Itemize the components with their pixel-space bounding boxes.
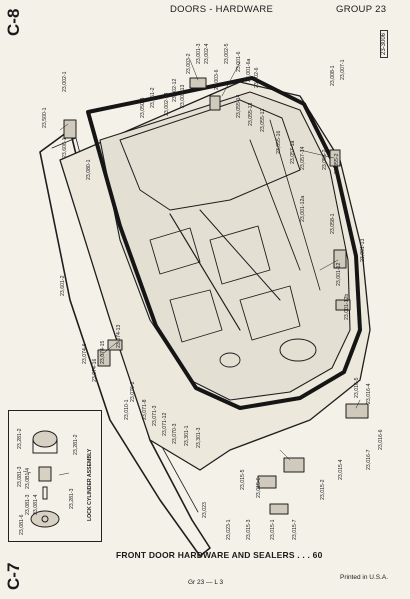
callout-label: 23,001-3 <box>196 43 202 64</box>
door-sealer <box>86 76 362 410</box>
lock-cylinder-inset: 23,281-2 23,081-3 23,0B1-4 23,081-3 23,0… <box>8 410 102 542</box>
inset-label: 23,281-2 <box>17 428 23 449</box>
callout-label: 23,056-2 <box>322 149 328 170</box>
callout-label: 23,074-16 <box>92 358 98 382</box>
callout-label: 23,023 <box>202 502 208 518</box>
callout-label: 23,015-7 <box>292 519 298 540</box>
callout-label: 23,001-6 <box>236 51 242 72</box>
callout-label: 23,055-14 <box>236 94 242 118</box>
callout-label: 23,015-4 <box>338 459 344 480</box>
callout-label: 23,002-5 <box>224 43 230 64</box>
callout-label: 23,001-13 <box>360 238 366 262</box>
callout-label: 23,008-1 <box>330 65 336 86</box>
callout-label: 23,074-15 <box>100 340 106 364</box>
callout-label: 23,002-12 <box>172 78 178 102</box>
callout-label: 23,016-4 <box>366 383 372 404</box>
callout-label: 23,058-1 <box>330 213 336 234</box>
callout-label: 23,002-14 <box>164 92 170 116</box>
inset-label: 23,081-6 <box>19 514 25 535</box>
callout-label: 23,001-6a <box>246 58 252 82</box>
callout-label: 23,600-1 <box>62 137 68 158</box>
callout-label: 23,003-2 <box>186 53 192 74</box>
callout-label: 23,016-7 <box>366 449 372 470</box>
callout-label: 23,074-6 <box>82 343 88 364</box>
callout-label: 23,001-12 <box>336 262 342 286</box>
callout-label: 23,050-3 <box>140 97 146 118</box>
window-opening <box>119 99 301 211</box>
figure-caption: FRONT DOOR HARDWARE AND SEALERS . . . 60 <box>116 550 323 560</box>
callout-label: 23,055-13 <box>248 102 254 126</box>
callout-label: 23,016-6 <box>378 429 384 450</box>
page-title: DOORS - HARDWARE <box>170 4 274 15</box>
callout-label: 23,055-2 <box>334 153 340 174</box>
inset-label: 23,081-3 <box>17 466 23 487</box>
inset-label: 23,0B1-4 <box>25 467 31 489</box>
page-reference: Gr 23 — L 3 <box>188 579 224 586</box>
callout-label: 23,015-3 <box>246 519 252 540</box>
callout-label: 23,015-1 <box>270 519 276 540</box>
callout-label: 23,001-12a <box>300 195 306 222</box>
callout-label: 23,002-4 <box>204 43 210 64</box>
inset-label: 23,081-3 <box>25 494 31 515</box>
lock-cylinder-drawing <box>22 430 70 528</box>
callout-label: 23,001-12b <box>344 293 350 320</box>
callout-label: 23,071-3 <box>152 405 158 426</box>
inset-title: LOCK CYLINDER ASSEMBLY <box>87 448 93 521</box>
callout-label: 23,071-8 <box>142 399 148 420</box>
callout-label: 23,016-5 <box>354 377 360 398</box>
callout-label: 23,601-2 <box>60 275 66 296</box>
callout-label: 23,301-3 <box>196 427 202 448</box>
inset-label: 23,081-4 <box>33 494 39 515</box>
callout-label: 23,015-5 <box>240 469 246 490</box>
callout-label: 23,015-6 <box>256 477 262 498</box>
callout-label: 23,007-1 <box>340 59 346 80</box>
door-inner-panel <box>99 91 351 401</box>
callout-label: 23,070-3 <box>172 423 178 444</box>
callout-label: 23,074-13 <box>116 324 122 348</box>
callout-label: 23,023-1 <box>226 519 232 540</box>
side-code-bottom: C-7 <box>4 562 23 590</box>
callout-label: 23,500-1 <box>42 107 48 128</box>
callout-label: 23,057-14 <box>300 146 306 170</box>
printed-note: Printed in U.S.A. <box>340 574 389 581</box>
group-label: GROUP 23 <box>336 4 387 15</box>
callout-label: 23,057-1a <box>290 140 296 164</box>
callout-label: 23,080-1 <box>86 159 92 180</box>
callout-label: 23,010-1 <box>124 399 130 420</box>
callout-label: 23,055-16 <box>276 130 282 154</box>
callout-label: 23,076-2 <box>130 381 136 402</box>
callout-label: 23,015-2 <box>320 479 326 500</box>
callout-label: 23,002-13 <box>180 84 186 108</box>
callout-label: 23,002-6 <box>254 67 260 88</box>
callout-label: 23,003-6 <box>214 69 220 90</box>
callout-label: 23,071-12 <box>162 412 168 436</box>
inset-label: 23,281-2 <box>73 434 79 455</box>
callout-label: 23,002-1 <box>62 71 68 92</box>
inset-label: 23,281-3 <box>69 488 75 509</box>
callout-label: 23,301-1 <box>184 425 190 446</box>
callout-label: 23,055-12 <box>260 108 266 132</box>
callout-label: 23,051-2 <box>150 87 156 108</box>
